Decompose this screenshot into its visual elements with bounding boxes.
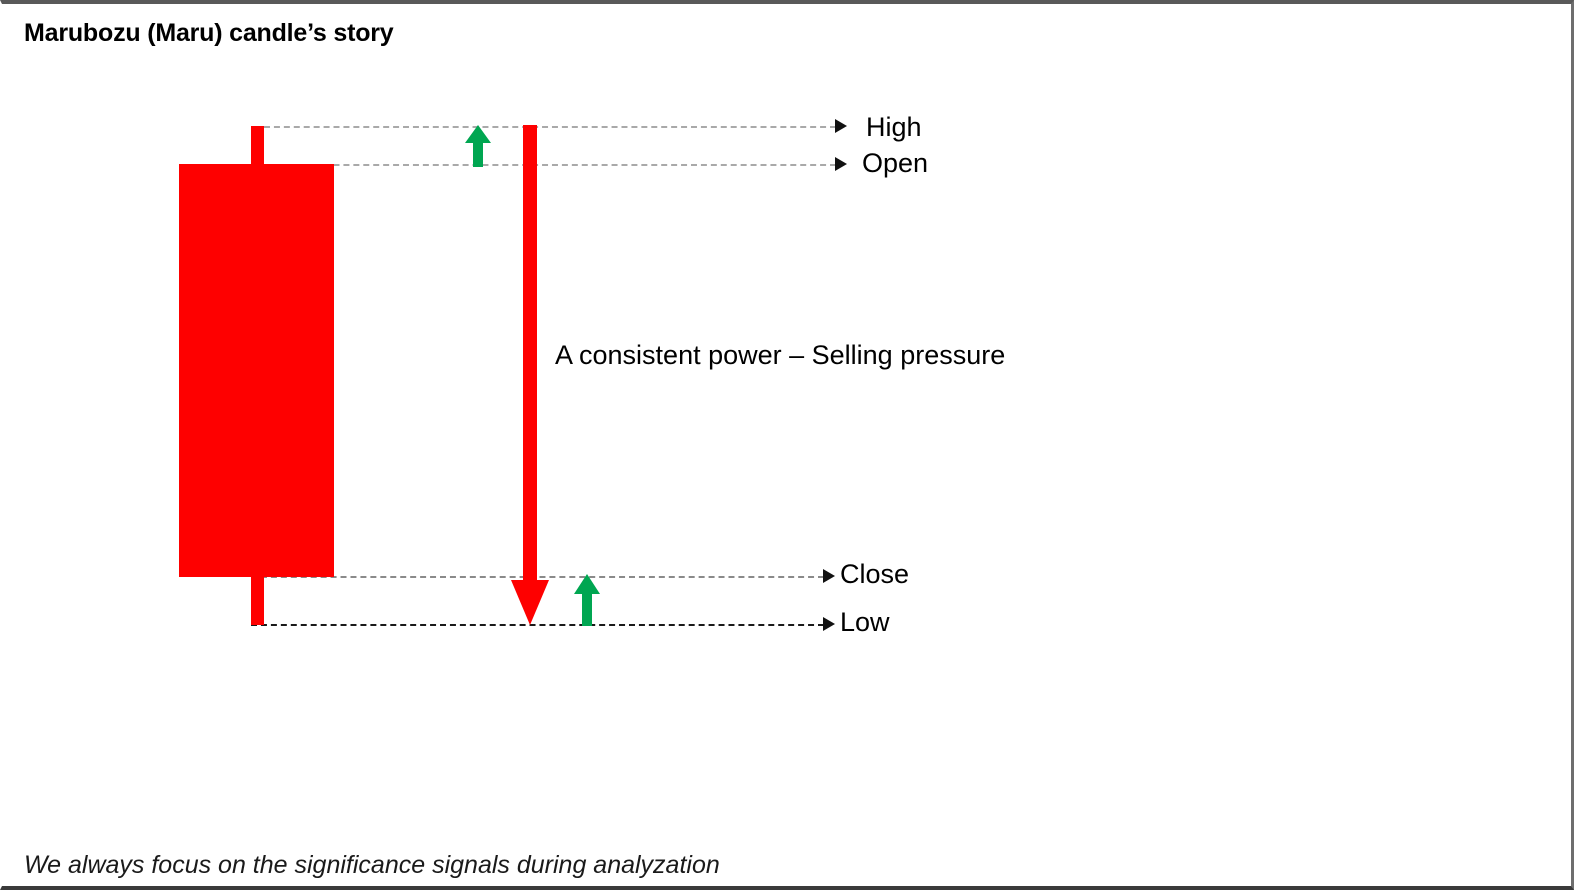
arrow-head-low-icon [823,617,835,631]
page-title: Marubozu (Maru) candle’s story [24,19,394,47]
level-line-open [264,164,836,166]
green-up-arrow-bottom-icon [573,574,601,626]
red-down-arrow-icon [509,125,551,625]
level-label-high: High [866,112,922,142]
candle-body [179,164,334,577]
arrow-head-close-icon [823,569,835,583]
level-label-close: Close [840,559,910,589]
level-line-high [264,126,836,128]
footer-caption: We always focus on the significance sign… [24,851,720,879]
level-line-low [251,624,824,626]
candle-lower-wick [251,575,264,625]
green-up-arrow-top-icon [464,125,492,167]
arrow-head-high-icon [835,119,847,133]
candle-upper-wick [251,126,264,166]
arrow-head-open-icon [835,157,847,171]
level-line-close [251,576,824,578]
center-annotation: A consistent power – Selling pressure [555,340,1006,370]
level-label-low: Low [840,607,890,637]
level-label-open: Open [862,148,929,178]
